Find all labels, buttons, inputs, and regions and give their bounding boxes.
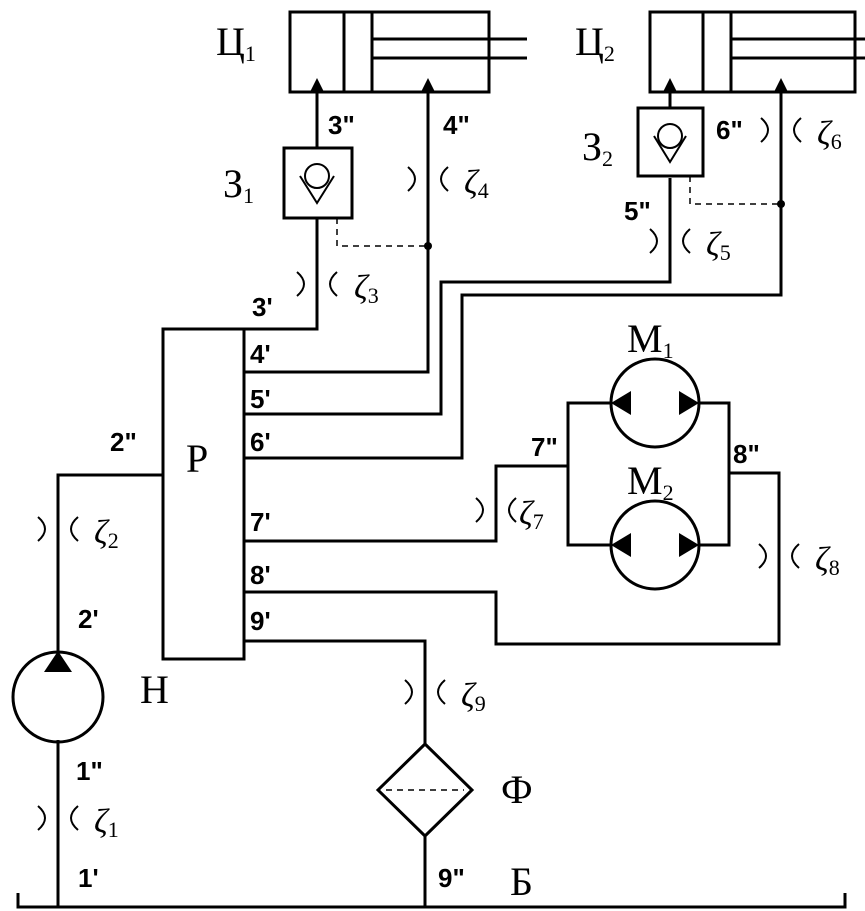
motor-2-arrow-right <box>679 533 699 557</box>
resistance-zeta-7 <box>475 497 517 523</box>
point-9-out: 9" <box>438 863 465 893</box>
check-valve-1-ball <box>304 163 330 189</box>
point-7-out: 7" <box>531 432 558 462</box>
pilot-line-2 <box>689 176 781 205</box>
point-8-in: 8' <box>250 560 271 590</box>
tank-line <box>16 893 847 909</box>
check-valve-2-label: З2 <box>582 124 613 171</box>
pump-label: Н <box>140 667 169 712</box>
resistance-zeta-9 <box>404 679 446 705</box>
filter-label: Ф <box>501 767 533 812</box>
distributor-label: Р <box>186 436 208 481</box>
motor-2-arrow-left <box>611 533 631 557</box>
resistance-zeta-4 <box>407 166 449 192</box>
resistance-zeta-3 <box>296 271 338 297</box>
cylinder-2-body <box>648 10 857 94</box>
zeta-5-label: ζ5 <box>706 226 731 265</box>
check-valve-1-seat <box>299 175 335 205</box>
point-4-out: 4" <box>443 110 470 140</box>
resistance-zeta-1 <box>37 805 79 831</box>
point-5-in: 5' <box>250 384 271 414</box>
resistance-zeta-5 <box>649 228 691 254</box>
check-valve-2-box <box>636 106 705 178</box>
line-7 <box>244 464 568 543</box>
point-2-out: 2" <box>110 427 137 457</box>
junction-2 <box>777 200 785 208</box>
check-valve-1-box <box>282 146 354 220</box>
resistance-zeta-2 <box>37 516 79 542</box>
zeta-6-label: ζ6 <box>817 115 842 154</box>
line-4 <box>244 84 430 374</box>
line-3 <box>244 219 319 331</box>
point-2-in: 2' <box>78 604 99 634</box>
point-4-in: 4' <box>250 339 271 369</box>
pressure-line <box>56 473 163 652</box>
zeta-1-label: ζ1 <box>94 803 119 842</box>
cylinder-1-body <box>288 10 491 94</box>
zeta-9-label: ζ9 <box>461 677 486 716</box>
point-8-out: 8" <box>733 439 760 469</box>
point-6-out: 6" <box>716 115 743 145</box>
resistance-zeta-6 <box>760 117 802 143</box>
point-3-in: 3' <box>252 292 273 322</box>
resistance-zeta-8 <box>758 543 800 569</box>
zeta-4-label: ζ4 <box>464 164 489 203</box>
zeta-2-label: ζ2 <box>94 514 119 553</box>
pilot-line-1 <box>336 218 428 247</box>
zeta-7-label: ζ7 <box>519 495 544 534</box>
arrow-4 <box>421 78 435 92</box>
point-5-out: 5" <box>624 196 651 226</box>
point-9-in: 9' <box>250 606 271 636</box>
tank-label: Б <box>510 859 533 904</box>
line-6 <box>244 84 783 460</box>
line-8 <box>244 471 781 646</box>
check-valve-1-label: З1 <box>223 161 254 208</box>
arrow-5 <box>663 78 677 92</box>
zeta-3-label: ζ3 <box>354 269 379 308</box>
zeta-8-label: ζ8 <box>815 541 840 580</box>
point-7-in: 7' <box>250 507 271 537</box>
point-1-in: 1' <box>78 863 99 893</box>
junction-1 <box>424 242 432 250</box>
motor-left-manifold <box>566 401 611 547</box>
cylinder-2-label: Ц2 <box>575 19 615 66</box>
line-9 <box>244 639 427 744</box>
arrow-6 <box>774 78 788 92</box>
pump-arrow <box>44 651 72 672</box>
check-valve-2-ball <box>657 123 683 149</box>
arrow-3 <box>310 78 324 92</box>
point-6-in: 6' <box>250 427 271 457</box>
point-3-out: 3" <box>328 110 355 140</box>
check-valve-2-seat <box>653 135 687 164</box>
motor-right-manifold <box>699 401 731 547</box>
line-5 <box>244 178 672 416</box>
cylinder-1-label: Ц1 <box>216 19 256 66</box>
motor-1-label: М1 <box>627 316 674 363</box>
motor-2-label: М2 <box>627 458 674 505</box>
motor-1-arrow-left <box>611 391 631 415</box>
distributor-body <box>161 327 246 661</box>
motor-1-arrow-right <box>679 391 699 415</box>
point-1-out: 1" <box>76 756 103 786</box>
